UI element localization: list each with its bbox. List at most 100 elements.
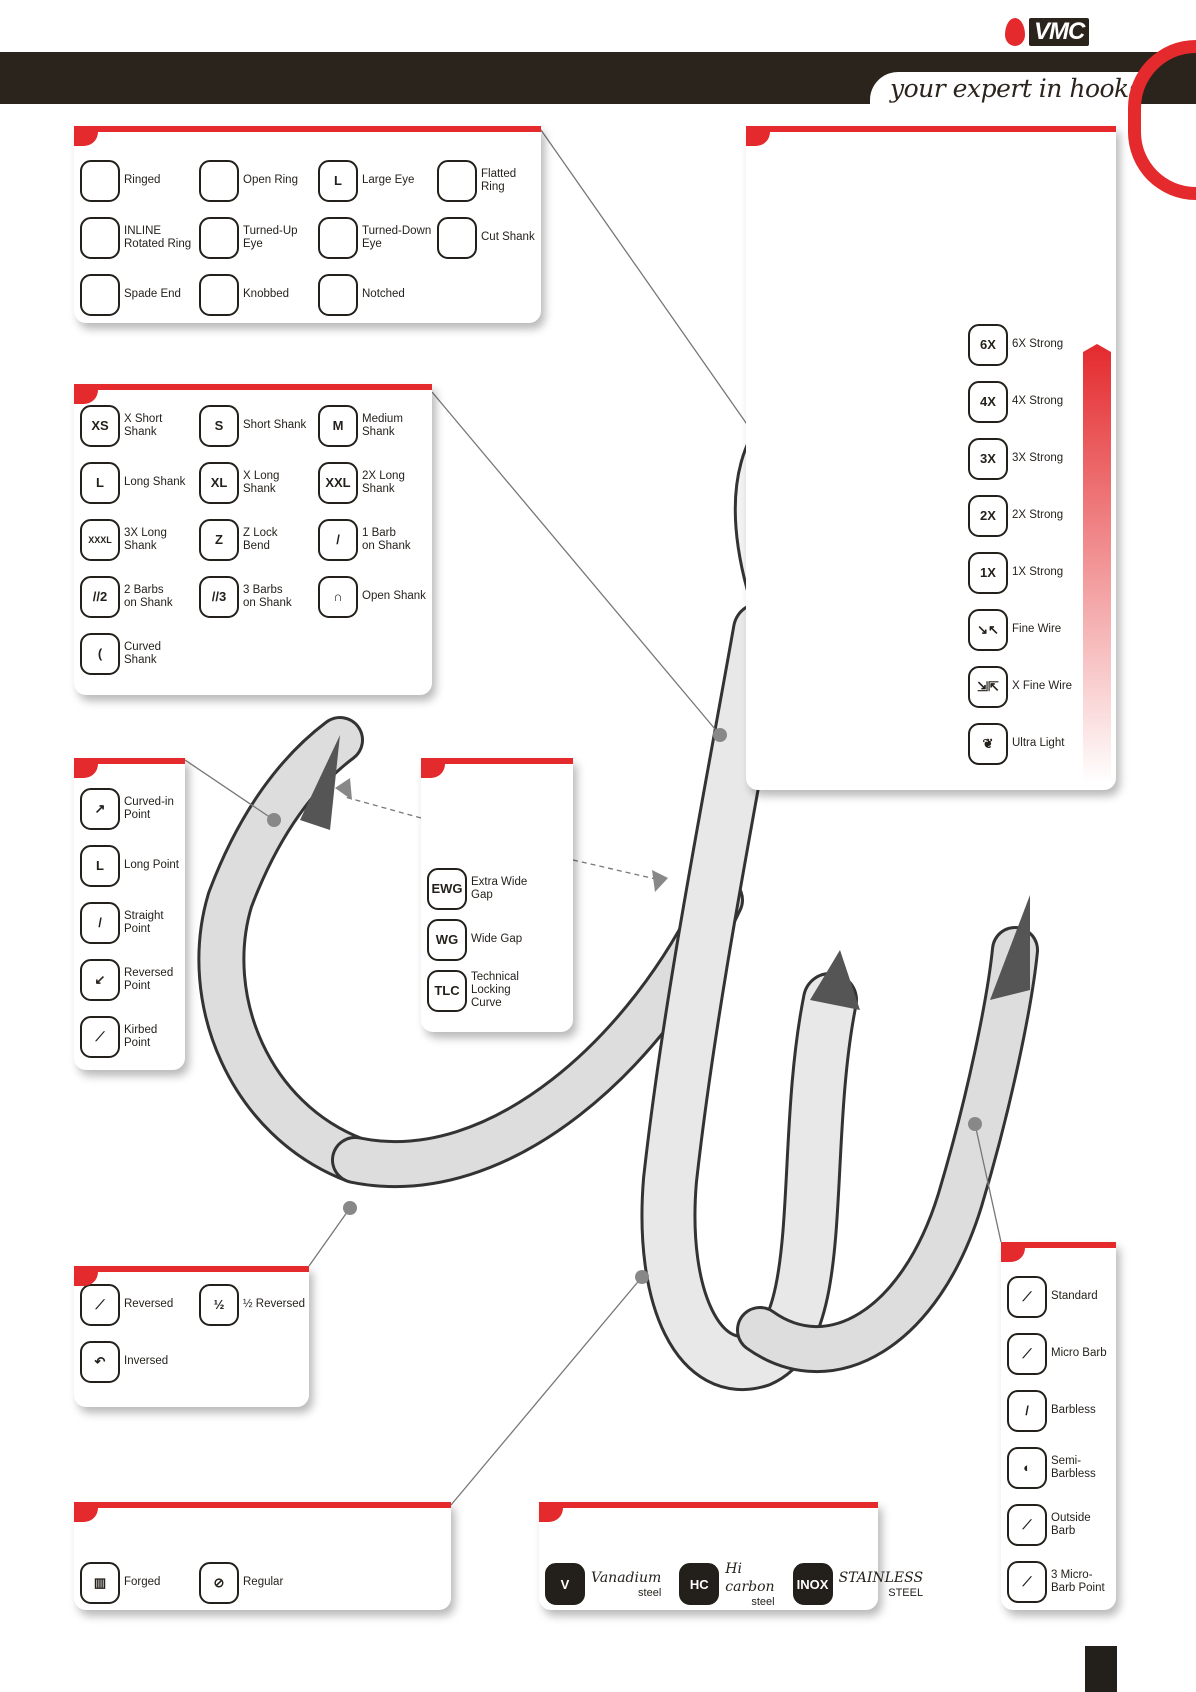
item-label: Wide Gap: [471, 933, 523, 945]
material-name: Vanadium: [591, 1570, 662, 1586]
extra-wide-gap-icon: EWG: [427, 867, 467, 910]
vanadium-icon: V: [545, 1563, 585, 1605]
eye-item-flatted-ring[interactable]: Flatted Ring: [437, 152, 556, 209]
strength-item-ultra-light[interactable]: ❦ Ultra Light: [968, 715, 1088, 772]
inversed-icon: ↶: [80, 1340, 120, 1383]
shank-item-long-shank[interactable]: L Long Shank: [80, 454, 199, 511]
eye-item-spade-end[interactable]: Spade End: [80, 266, 199, 323]
logo-drop-icon: [1005, 18, 1025, 46]
material-sub: STEEL: [888, 1587, 924, 1599]
barb-item-micro-barb[interactable]: ⟋Micro Barb: [1007, 1325, 1115, 1382]
shank-item-open-shank[interactable]: ∩Open Shank: [318, 568, 437, 625]
item-label: Micro Barb: [1051, 1347, 1107, 1359]
eye-item-inline-rotated-ring[interactable]: INLINE Rotated Ring: [80, 209, 199, 266]
item-label: Ultra Light: [1012, 737, 1065, 749]
bend-item-inversed[interactable]: ↶Inversed: [80, 1333, 199, 1390]
bend-item-reversed[interactable]: ⟋Reversed: [80, 1276, 199, 1333]
item-label: Standard: [1051, 1290, 1098, 1302]
item-label: Turned-Down Eye: [362, 224, 432, 250]
barb-item-barbless[interactable]: /Barbless: [1007, 1382, 1115, 1439]
x-long-shank-icon: XL: [199, 461, 239, 504]
technical-locking-curve-icon: TLC: [427, 969, 467, 1012]
barb-item-standard[interactable]: ⟋ Standard: [1007, 1268, 1115, 1325]
x-short-shank-icon: XS: [80, 404, 120, 447]
item-label: 3 Micro- Barb Point: [1051, 1568, 1105, 1594]
shank-item-1-barb-on-shank[interactable]: /1 Barb on Shank: [318, 511, 437, 568]
eye-item-knobbed[interactable]: Knobbed: [199, 266, 318, 323]
item-label: Outside Barb: [1051, 1511, 1091, 1537]
4x-strong-icon: 4X: [968, 380, 1008, 423]
3-micro-barb-point-icon: ⟋: [1007, 1560, 1047, 1603]
item-label: Cut Shank: [481, 231, 535, 243]
item-label: Large Eye: [362, 174, 415, 186]
item-label: Ringed: [124, 174, 161, 186]
forging-panel: ▥Forged⊘Regular: [74, 1502, 451, 1610]
ringed-eye-icon: [80, 159, 120, 202]
material-name: Hi carbon: [725, 1561, 775, 1595]
point-item-reversed-point[interactable]: ↙Reversed Point: [80, 951, 185, 1008]
eye-item-open-ring[interactable]: Open Ring: [199, 152, 318, 209]
item-label: Reversed Point: [124, 966, 174, 992]
3x-strong-icon: 3X: [968, 437, 1008, 480]
point-item-kirbed-point[interactable]: ⟋Kirbed Point: [80, 1008, 185, 1065]
item-label: Turned-Up Eye: [243, 224, 298, 250]
barb-item-semi-barbless[interactable]: ◐Semi- Barbless: [1007, 1439, 1115, 1496]
forging-item-forged[interactable]: ▥Forged: [80, 1554, 199, 1611]
point-item-straight-point[interactable]: /Straight Point: [80, 894, 185, 951]
shank-item-curved-shank[interactable]: (Curved Shank: [80, 625, 199, 682]
turned-up-eye-icon: [199, 216, 239, 259]
item-label: Flatted Ring: [481, 167, 517, 193]
item-label: Regular: [243, 1576, 284, 1588]
open-shank-icon: ∩: [318, 575, 358, 618]
barb-item-outside-barb[interactable]: ⟋Outside Barb: [1007, 1496, 1115, 1553]
item-label: 1X Strong: [1012, 566, 1064, 578]
forging-item-regular[interactable]: ⊘Regular: [199, 1554, 318, 1611]
standard-icon: ⟋: [1007, 1275, 1047, 1318]
long-shank-icon: L: [80, 461, 120, 504]
item-label: Medium Shank: [362, 412, 403, 438]
item-label: ½ Reversed: [243, 1298, 306, 1310]
strength-item-x-fine-wire[interactable]: ⇲⇱X Fine Wire: [968, 658, 1088, 715]
point-item-curved-in-point[interactable]: ↗Curved-in Point: [80, 780, 185, 837]
item-label: X Long Shank: [243, 469, 280, 495]
ultra-light-icon: ❦: [968, 722, 1008, 765]
item-label: 3 Barbs on Shank: [243, 583, 292, 609]
eye-item-notched[interactable]: Notched: [318, 266, 437, 323]
flatted-ring-icon: [437, 159, 477, 202]
barb-item-3-micro-barb-point[interactable]: ⟋3 Micro- Barb Point: [1007, 1553, 1115, 1610]
item-label: Curved Shank: [124, 640, 162, 666]
eye-item-turned-up-eye[interactable]: Turned-Up Eye: [199, 209, 318, 266]
1-barb-on-shank-icon: /: [318, 518, 358, 561]
item-label: Long Shank: [124, 476, 186, 488]
strength-item-fine-wire[interactable]: ↘↖Fine Wire: [968, 601, 1088, 658]
eye-item-ringed[interactable]: Ringed: [80, 152, 199, 209]
eye-item-cut-shank[interactable]: Cut Shank: [437, 209, 556, 266]
material-name: STAINLESS: [838, 1570, 924, 1586]
item-label: Z Lock Bend: [243, 526, 278, 552]
eye-item-turned-down-eye[interactable]: Turned-Down Eye: [318, 209, 437, 266]
